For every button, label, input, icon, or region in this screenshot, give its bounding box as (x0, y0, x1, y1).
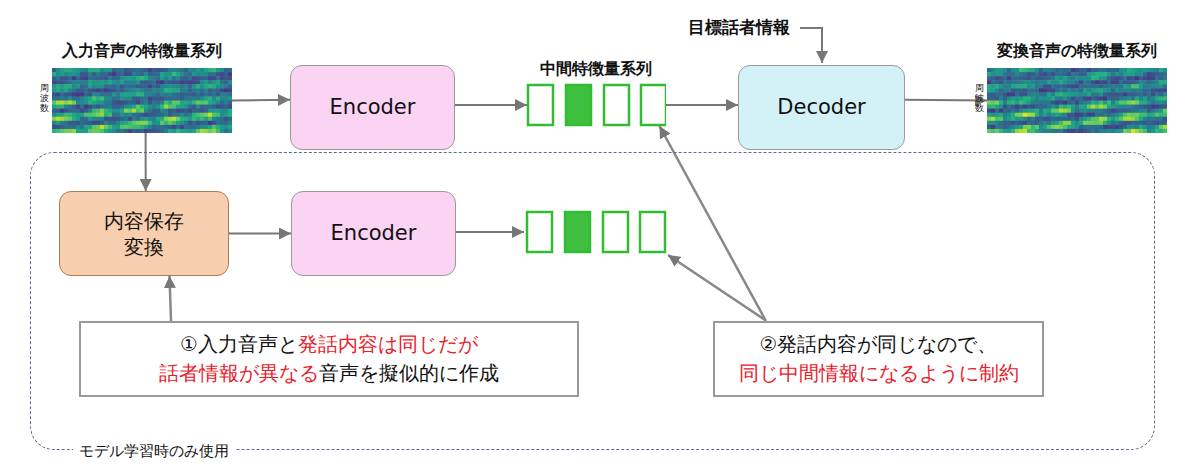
axis-label: 周波数 (40, 84, 49, 114)
flow-arrow (170, 276, 172, 321)
callout-box: ①入力音声と発話内容は同じだが話者情報が異なる音声を擬似的に作成 (79, 321, 579, 397)
input-label: 目標話者情報 (688, 16, 790, 39)
flow-arrow (905, 99, 987, 102)
callout-text: ②発話内容が同じなので、 (760, 332, 998, 356)
training-region: モデル学習時のみ使用内容保存変換Encoder①入力音声と発話内容は同じだが話者… (30, 152, 1155, 450)
conversion-box: 内容保存変換 (59, 191, 229, 276)
feature-squares (526, 83, 666, 127)
constraint-arrow (668, 255, 765, 320)
spectrogram-panel: 変換音声の特徴量系列周波数 (987, 68, 1167, 133)
axis-label: 周波数 (975, 84, 984, 114)
spectrogram-panel: 入力音声の特徴量系列周波数 (52, 68, 232, 133)
panel-heading: 入力音声の特徴量系列 (62, 41, 222, 62)
flow-arrow (229, 233, 291, 235)
flow-arrow (455, 104, 527, 106)
panel-heading: 変換音声の特徴量系列 (997, 41, 1157, 62)
spectrogram-image (52, 68, 232, 133)
sequence-heading: 中間特徴量系列 (540, 59, 652, 80)
feature-sequence: 中間特徴量系列 (527, 84, 665, 126)
callout-text: 音声を擬似的に作成 (319, 361, 499, 385)
flow-arrow (665, 104, 738, 106)
decoder-box: Decoder (738, 65, 905, 150)
region-note: モデル学習時のみ使用 (73, 442, 235, 461)
flow-arrow (232, 99, 290, 102)
encoder-output-arrow (455, 231, 524, 233)
callout-text: 発話内容は同じだが (298, 332, 478, 356)
module-label: Encoder (330, 94, 416, 121)
spectrogram-image (987, 68, 1167, 133)
module-label: Encoder (331, 220, 417, 247)
callout-text: ①入力音声と (180, 332, 298, 356)
process-label: 内容保存変換 (101, 208, 187, 260)
flow-arrow (659, 126, 765, 321)
callout-text: 話者情報が異なる (159, 361, 319, 385)
module-label: Decoder (777, 94, 865, 121)
encoder-box: Encoder (290, 65, 455, 150)
flow-arrow (145, 133, 147, 191)
training-feature-squares (527, 212, 665, 252)
encoder-box: Encoder (291, 191, 456, 276)
speaker-info-arrow (800, 28, 822, 63)
callout-box: ②発話内容が同じなので、同じ中間情報になるように制約 (713, 321, 1044, 397)
callout-text: 同じ中間情報になるように制約 (739, 361, 1019, 385)
